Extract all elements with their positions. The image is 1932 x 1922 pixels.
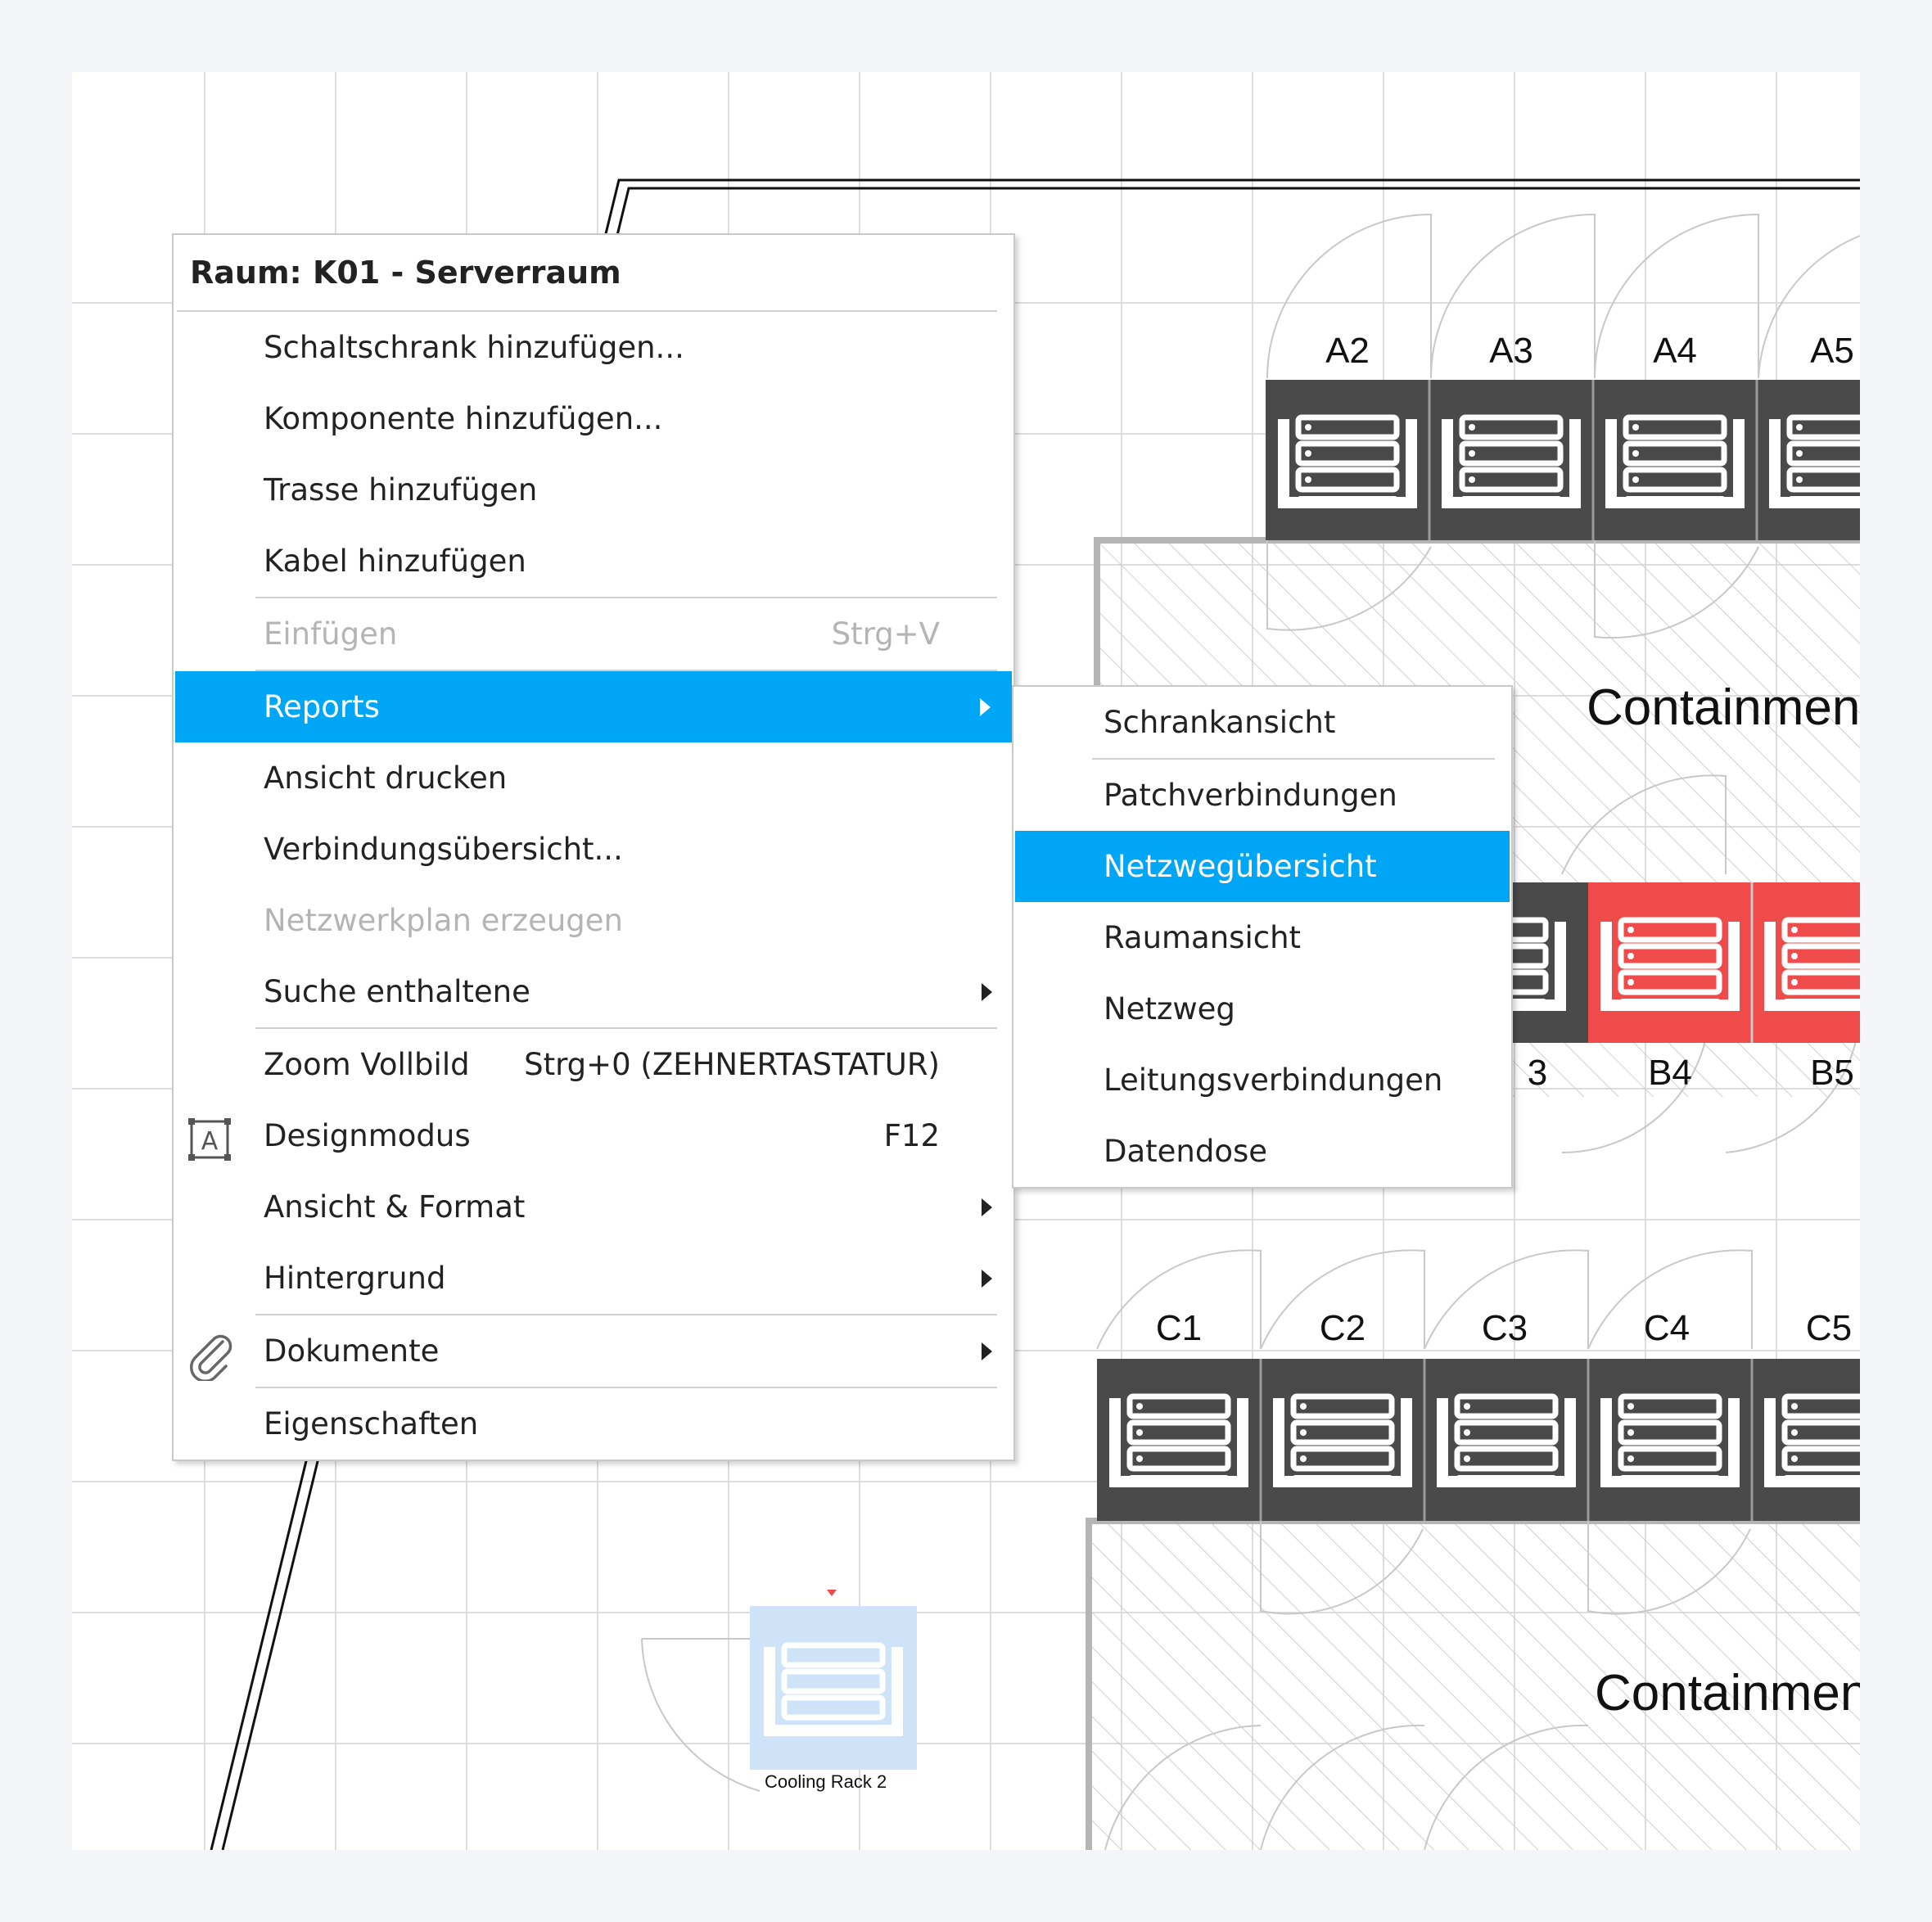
rack-label-c4: C4 bbox=[1643, 1308, 1690, 1348]
menu-item-label: Netzweg bbox=[1104, 991, 1235, 1026]
menu-item-label: Netzwerkplan erzeugen bbox=[264, 903, 623, 938]
menu-item-add-route[interactable]: Trasse hinzufügen bbox=[174, 454, 1013, 526]
menu-item-shortcut: Strg+V bbox=[831, 616, 940, 652]
rack-label-b5: B5 bbox=[1810, 1053, 1854, 1093]
menu-divider bbox=[1092, 758, 1495, 760]
menu-item-generate-network-plan: Netzwerkplan erzeugen bbox=[174, 885, 1013, 956]
cooling-rack-label: Cooling Rack 2 bbox=[765, 1771, 887, 1792]
rack-label-b4: B4 bbox=[1648, 1053, 1692, 1093]
submenu-item-patch-connections[interactable]: Patchverbindungen bbox=[1013, 760, 1511, 831]
rack-label-c3: C3 bbox=[1481, 1308, 1528, 1348]
menu-item-connection-overview[interactable]: Verbindungsübersicht... bbox=[174, 814, 1013, 885]
rack-label-a4: A4 bbox=[1653, 331, 1697, 371]
rack-label-c5: C5 bbox=[1805, 1308, 1853, 1348]
submenu-item-network-path[interactable]: Netzweg bbox=[1013, 973, 1511, 1044]
menu-item-label: Zoom Vollbild bbox=[264, 1047, 470, 1082]
rack-label-c1: C1 bbox=[1155, 1308, 1203, 1348]
menu-divider bbox=[255, 670, 997, 671]
menu-item-paste: Einfügen Strg+V bbox=[174, 598, 1013, 670]
submenu-item-line-connections[interactable]: Leitungsverbindungen bbox=[1013, 1044, 1511, 1116]
menu-item-documents[interactable]: Dokumente bbox=[174, 1315, 1013, 1387]
design-mode-icon: A bbox=[187, 1117, 232, 1162]
menu-divider bbox=[255, 1027, 997, 1029]
rack-label-a5: A5 bbox=[1810, 331, 1854, 371]
menu-item-properties[interactable]: Eigenschaften bbox=[174, 1388, 1013, 1460]
svg-text:A: A bbox=[201, 1127, 219, 1156]
menu-item-label: Komponente hinzufügen... bbox=[264, 401, 663, 436]
menu-item-reports[interactable]: Reports bbox=[175, 671, 1012, 742]
menu-item-label: Netzwegübersicht bbox=[1104, 849, 1377, 884]
menu-divider bbox=[255, 597, 997, 598]
menu-divider bbox=[255, 1387, 997, 1388]
rack-label-a3: A3 bbox=[1489, 331, 1533, 371]
menu-item-label: Kabel hinzufügen bbox=[264, 544, 526, 579]
submenu-item-data-outlet[interactable]: Datendose bbox=[1013, 1116, 1511, 1187]
menu-item-shortcut: Strg+0 (ZEHNERTASTATUR) bbox=[524, 1047, 940, 1082]
submenu-arrow-icon bbox=[982, 1198, 992, 1216]
paperclip-icon bbox=[187, 1332, 232, 1383]
submenu-item-room-view[interactable]: Raumansicht bbox=[1013, 902, 1511, 973]
menu-item-label: Schrankansicht bbox=[1104, 705, 1336, 740]
reports-submenu: Schrankansicht Patchverbindungen Netzweg… bbox=[1012, 685, 1513, 1189]
menu-item-label: Einfügen bbox=[264, 616, 398, 652]
menu-item-label: Raumansicht bbox=[1104, 920, 1302, 955]
menu-item-label: Patchverbindungen bbox=[1104, 778, 1397, 813]
menu-item-label: Ansicht & Format bbox=[264, 1189, 526, 1225]
menu-divider bbox=[177, 310, 997, 312]
menu-item-label: Dokumente bbox=[264, 1333, 440, 1369]
submenu-arrow-icon bbox=[982, 983, 992, 1001]
menu-item-background[interactable]: Hintergrund bbox=[174, 1243, 1013, 1314]
menu-item-search-contained[interactable]: Suche enthaltene bbox=[174, 956, 1013, 1027]
menu-item-label: Suche enthaltene bbox=[264, 974, 530, 1009]
context-menu: Raum: K01 - Serverraum Schaltschrank hin… bbox=[172, 233, 1015, 1461]
menu-item-view-format[interactable]: Ansicht & Format bbox=[174, 1171, 1013, 1243]
menu-title: Raum: K01 - Serverraum bbox=[190, 255, 621, 291]
menu-item-label: Designmodus bbox=[264, 1118, 471, 1153]
menu-item-zoom-fullscreen[interactable]: Zoom Vollbild Strg+0 (ZEHNERTASTATUR) bbox=[174, 1029, 1013, 1100]
menu-item-label: Schaltschrank hinzufügen... bbox=[264, 330, 684, 365]
menu-item-label: Ansicht drucken bbox=[264, 760, 508, 796]
submenu-arrow-icon bbox=[980, 698, 991, 716]
rack-label-a2: A2 bbox=[1325, 331, 1370, 371]
menu-item-label: Trasse hinzufügen bbox=[264, 472, 538, 508]
rack-label-c2: C2 bbox=[1319, 1308, 1366, 1348]
containment-label-2: Containmen bbox=[1595, 1665, 1860, 1721]
menu-item-add-cabinet[interactable]: Schaltschrank hinzufügen... bbox=[174, 312, 1013, 383]
submenu-item-cabinet-view[interactable]: Schrankansicht bbox=[1013, 687, 1511, 758]
menu-item-add-cable[interactable]: Kabel hinzufügen bbox=[174, 526, 1013, 597]
submenu-arrow-icon bbox=[982, 1270, 992, 1288]
menu-item-design-mode[interactable]: A Designmodus F12 bbox=[174, 1100, 1013, 1171]
menu-item-shortcut: F12 bbox=[883, 1118, 940, 1153]
submenu-item-network-path-overview[interactable]: Netzwegübersicht bbox=[1015, 831, 1510, 902]
menu-item-label: Eigenschaften bbox=[264, 1406, 479, 1442]
submenu-arrow-icon bbox=[982, 1342, 992, 1360]
menu-divider bbox=[255, 1314, 997, 1315]
menu-item-print-view[interactable]: Ansicht drucken bbox=[174, 742, 1013, 814]
containment-label-1: Containmen bbox=[1587, 679, 1860, 736]
menu-item-label: Verbindungsübersicht... bbox=[264, 832, 623, 867]
menu-item-label: Hintergrund bbox=[264, 1261, 446, 1296]
menu-item-label: Datendose bbox=[1104, 1134, 1268, 1169]
rack-label-b3: 3 bbox=[1527, 1053, 1548, 1093]
menu-item-add-component[interactable]: Komponente hinzufügen... bbox=[174, 383, 1013, 454]
menu-item-label: Reports bbox=[264, 689, 380, 724]
menu-item-label: Leitungsverbindungen bbox=[1104, 1063, 1443, 1098]
